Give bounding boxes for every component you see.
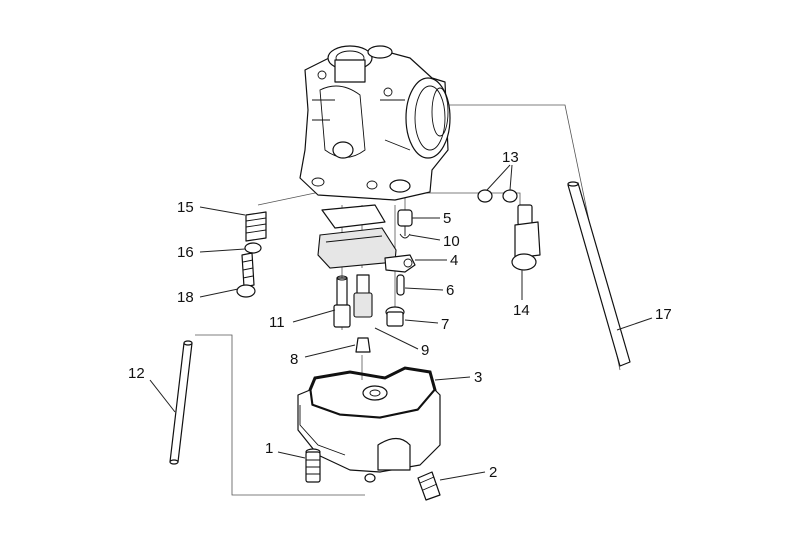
callout-2: 2 [489, 464, 497, 481]
leader-lines [149, 164, 653, 481]
callout-labels: 1 2 3 4 5 6 7 8 9 10 11 12 13 14 15 16 1… [128, 149, 672, 481]
part-5-needle-valve [397, 209, 413, 236]
part-6-pin [396, 274, 405, 296]
part-14-fitting [511, 204, 541, 271]
callout-10: 10 [443, 233, 460, 250]
float-assembly [317, 204, 397, 269]
callout-14: 14 [513, 302, 530, 319]
callout-15: 15 [177, 199, 194, 216]
part-11-jets [333, 274, 373, 328]
part-15-spring [245, 211, 267, 242]
callout-8: 8 [290, 351, 298, 368]
callout-16: 16 [177, 244, 194, 261]
part-2-drain-screw [417, 471, 441, 501]
part-4-lever [384, 254, 416, 273]
callout-18: 18 [177, 289, 194, 306]
part-7-screw [385, 306, 405, 327]
part-16-o-ring [244, 242, 262, 254]
callout-17: 17 [655, 306, 672, 323]
part-10-clip [399, 233, 411, 239]
float-bowl [297, 385, 441, 483]
callout-4: 4 [450, 252, 458, 269]
part-13-o-rings [477, 189, 518, 203]
callout-1: 1 [265, 440, 273, 457]
callout-13: 13 [502, 149, 519, 166]
part-1-screw [305, 448, 321, 483]
part-12-tube [169, 340, 193, 465]
callout-7: 7 [441, 316, 449, 333]
callout-3: 3 [474, 369, 482, 386]
carburetor-body [299, 45, 451, 201]
callout-11: 11 [269, 314, 285, 331]
part-8-idle-jet [355, 337, 371, 353]
callout-5: 5 [443, 210, 451, 227]
callout-6: 6 [446, 282, 454, 299]
callout-9: 9 [421, 342, 429, 359]
part-17-tube [567, 181, 631, 367]
callout-12: 12 [128, 365, 145, 382]
part-18-mixture-screw [236, 252, 256, 298]
